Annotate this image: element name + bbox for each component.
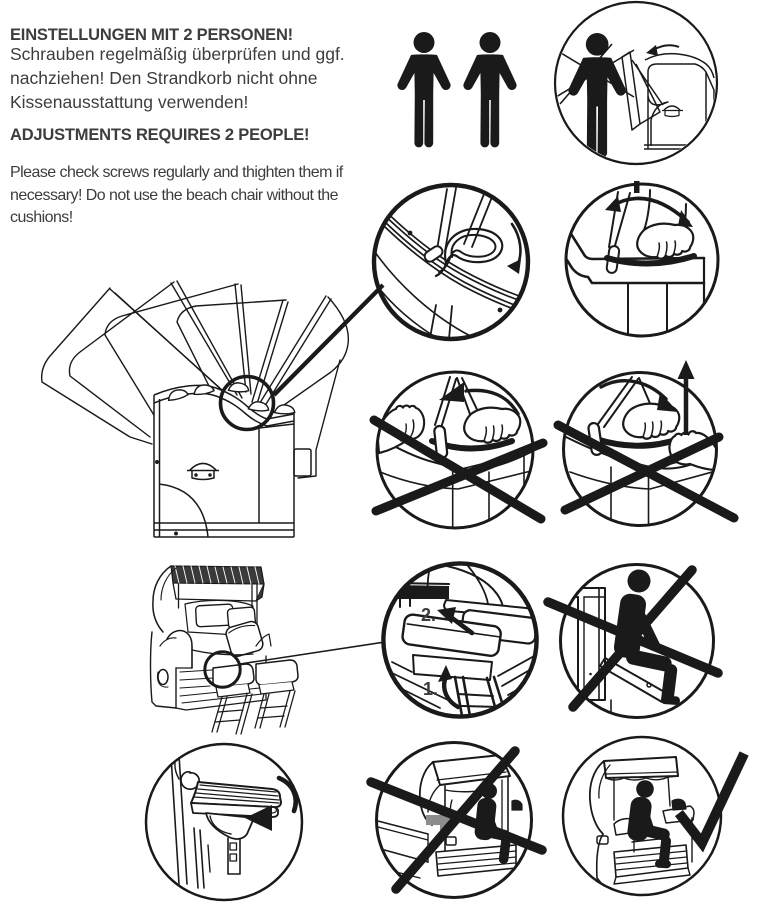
svg-text:Please check screws regularly: Please check screws regularly and thight… (10, 164, 344, 181)
svg-text:1.: 1. (423, 679, 438, 699)
svg-text:nachziehen! Den Strandkorb nic: nachziehen! Den Strandkorb nicht ohne (10, 68, 317, 88)
svg-text:necessary! Do not use the beac: necessary! Do not use the beach chair wi… (10, 187, 339, 204)
svg-text:cushions!: cushions! (10, 209, 73, 226)
svg-text:ADJUSTMENTS REQUIRES 2 PEOPLE!: ADJUSTMENTS REQUIRES 2 PEOPLE! (10, 126, 309, 144)
svg-text:Schrauben regelmäßig überprüfe: Schrauben regelmäßig überprüfen und ggf. (10, 44, 345, 64)
svg-text:2.: 2. (421, 605, 436, 625)
svg-text:EINSTELLUNGEN MIT 2 PERSONEN!: EINSTELLUNGEN MIT 2 PERSONEN! (10, 26, 293, 44)
svg-text:Kissenausstattung verwenden!: Kissenausstattung verwenden! (10, 92, 248, 112)
